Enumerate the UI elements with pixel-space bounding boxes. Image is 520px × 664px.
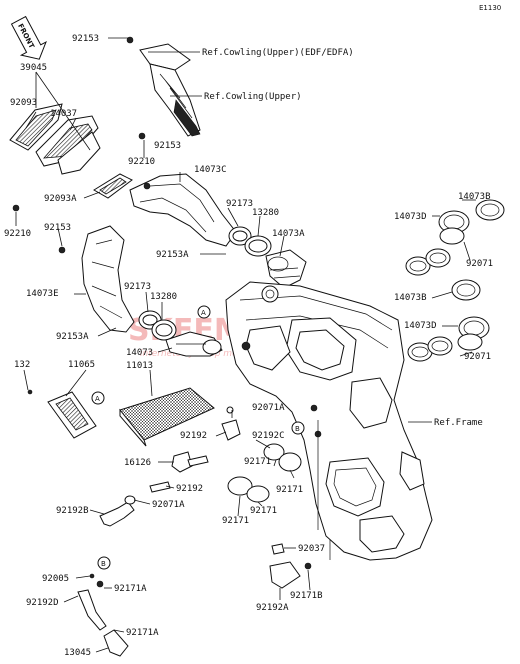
seal-92093a (93, 173, 133, 199)
callout-11065: 11065 (68, 360, 95, 370)
callout-92037: 92037 (298, 544, 325, 554)
duct-14073e (81, 225, 135, 333)
callout-92192: 92192 (180, 431, 207, 441)
callout-14073a: 14073A (272, 229, 305, 239)
callout-92173-b: 92173 (124, 282, 151, 292)
bolt-92210 (138, 132, 146, 140)
callout-39045: 39045 (20, 63, 47, 73)
callout-11013: 11013 (126, 361, 153, 371)
callout-14073b: 14073B (458, 192, 491, 202)
callout-13045: 13045 (64, 648, 91, 658)
callout-14073: 14073 (126, 348, 153, 358)
callout-13280: 13280 (252, 208, 279, 218)
elbow-14073a (265, 249, 307, 289)
intake-rings-upper (405, 199, 505, 276)
callout-92153: 92153 (72, 34, 99, 44)
callout-14073d: 14073D (394, 212, 427, 222)
air-inlet-grille (9, 103, 101, 175)
callout-92093: 92093 (10, 98, 37, 108)
callout-92192b: 92192B (56, 506, 89, 516)
callout-92093a: 92093A (44, 194, 77, 204)
duct-14073c (129, 173, 237, 247)
callout-14073e: 14073E (26, 289, 59, 299)
clamp-13280-lower (138, 310, 177, 341)
callout-labels: 92153 Ref.Cowling(Upper)(EDF/EDFA) Ref.C… (4, 34, 493, 658)
callout-92171: 92171 (244, 457, 271, 467)
callout-92192-b: 92192 (176, 484, 203, 494)
cover-11065 (27, 389, 97, 439)
elbow-14073 (165, 331, 223, 357)
lower-hoses (77, 406, 312, 657)
callout-14073c: 14073C (194, 165, 227, 175)
callout-92210-b: 92210 (4, 229, 31, 239)
callout-92171-d: 92171 (250, 506, 277, 516)
marker-a-left: A (91, 391, 105, 405)
front-arrow-icon: FRONT (10, 15, 47, 60)
callout-92071-b: 92071 (464, 352, 491, 362)
svg-text:A: A (201, 309, 206, 317)
callout-14073b-b: 14073B (394, 293, 427, 303)
frame-airbox (225, 281, 433, 561)
callout-14037: 14037 (50, 109, 77, 119)
callout-92153-c: 92153 (44, 223, 71, 233)
callout-ref-cowling: Ref.Cowling(Upper) (204, 92, 302, 102)
bolt-92210-b (12, 204, 20, 212)
leader-lines (15, 37, 476, 653)
callout-92173: 92173 (226, 199, 253, 209)
callout-92005: 92005 (42, 574, 69, 584)
diagram-code: E1130 (479, 4, 501, 12)
callout-14073d-b: 14073D (404, 321, 437, 331)
svg-text:A: A (95, 395, 100, 403)
callout-92171-b: 92171 (276, 485, 303, 495)
marker-a-top: A (197, 305, 211, 319)
callout-92192d: 92192D (26, 598, 59, 608)
callout-ref-frame: Ref.Frame (434, 418, 483, 428)
callout-16126: 16126 (124, 458, 151, 468)
callout-92171b: 92171B (290, 591, 323, 601)
callout-92171a: 92171A (114, 584, 147, 594)
upper-duct-bracket (126, 36, 201, 137)
callout-92171a-b: 92171A (126, 628, 159, 638)
callout-92171-c: 92171 (222, 516, 249, 526)
callout-13280-b: 13280 (150, 292, 177, 302)
callout-ref-cowling-edf: Ref.Cowling(Upper)(EDF/EDFA) (202, 48, 354, 58)
svg-text:B: B (295, 425, 300, 433)
clamp-13280-upper (228, 226, 272, 257)
callout-132: 132 (14, 360, 30, 370)
callout-92153a: 92153A (156, 250, 189, 260)
callout-92071: 92071 (466, 259, 493, 269)
callout-92192c: 92192C (252, 431, 285, 441)
callout-92210: 92210 (128, 157, 155, 167)
callout-92153a-b: 92153A (56, 332, 89, 342)
intake-rings-lower (407, 279, 490, 362)
svg-text:B: B (101, 560, 106, 568)
air-filter-element (119, 387, 215, 447)
marker-b-low: B (97, 556, 111, 570)
bolt-92153-c (58, 246, 66, 254)
marker-b-mid: B (291, 421, 305, 435)
callout-92192a: 92192A (256, 603, 289, 613)
callout-92071a: 92071A (252, 403, 285, 413)
callout-92071a-b: 92071A (152, 500, 185, 510)
callout-92153-b: 92153 (154, 141, 181, 151)
